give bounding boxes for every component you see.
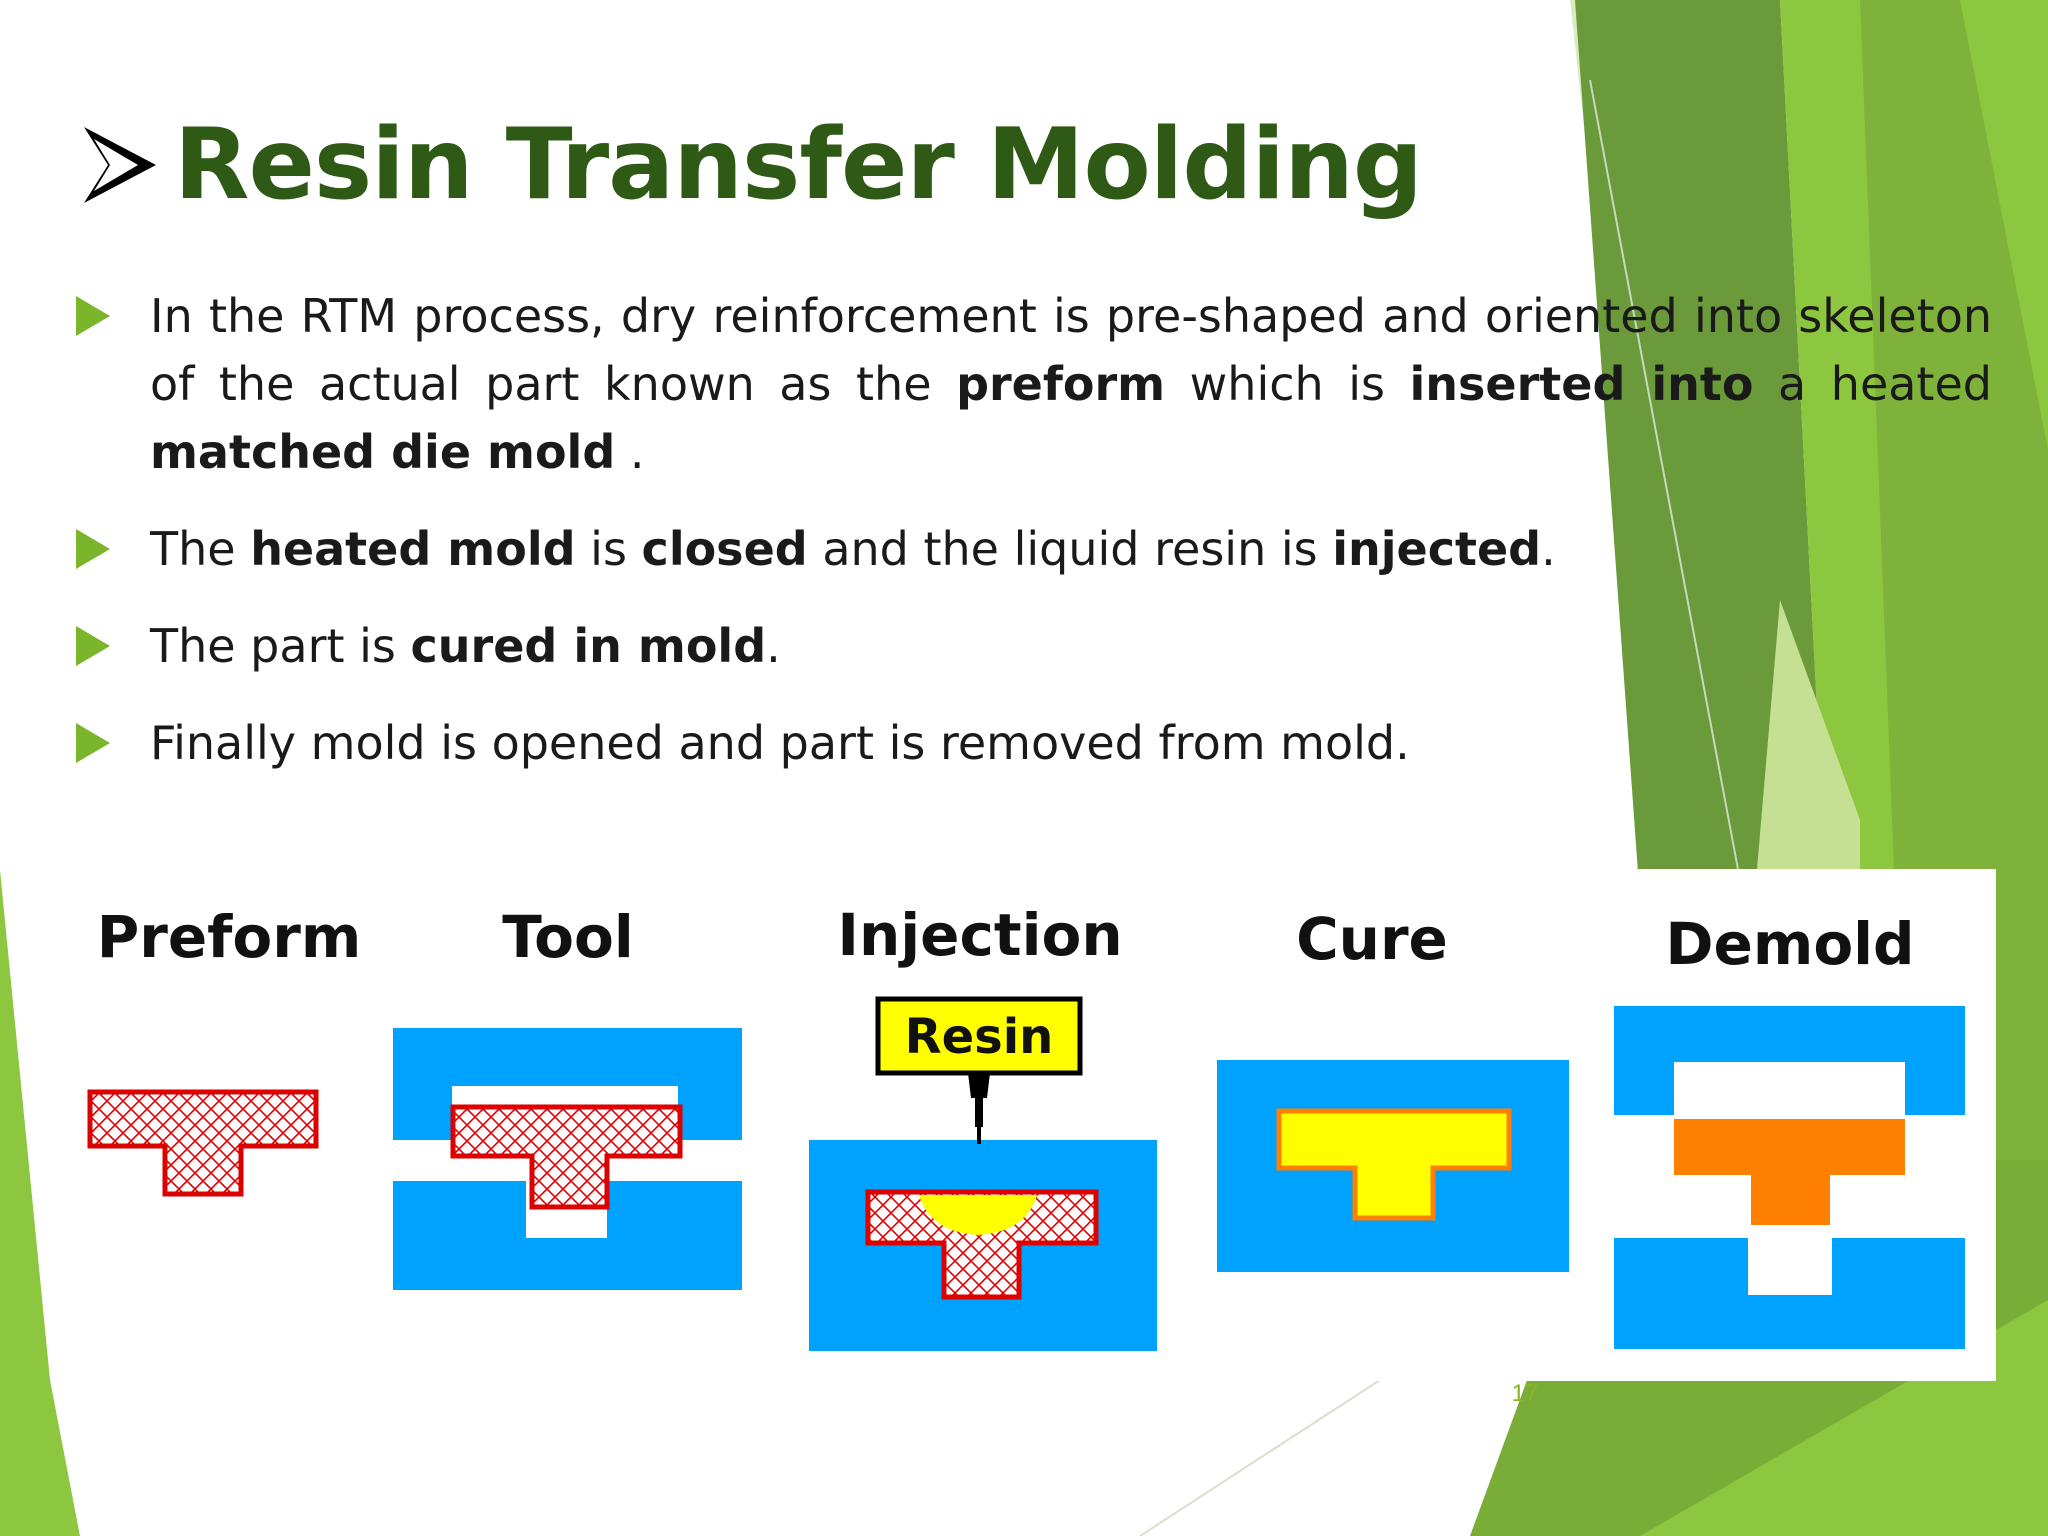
bullet-bold-segment: matched die mold: [150, 425, 616, 479]
bullet-bold-segment: inserted into: [1409, 357, 1754, 411]
injection-resin-fill: [919, 1195, 1037, 1235]
cure-cured-part: [1276, 1108, 1512, 1221]
resin-label: Resin: [905, 1009, 1054, 1065]
slide-title: Resin Transfer Molding: [80, 95, 1423, 235]
injection-preform: [865, 1189, 1099, 1300]
step-label-preform: Preform: [97, 903, 362, 971]
bullet-bold-segment: closed: [641, 522, 808, 576]
bullet-segment: The part is: [150, 619, 411, 673]
bullet-item: Finally mold is opened and part is remov…: [72, 709, 1992, 777]
tool-preform: [450, 1104, 683, 1210]
demold-lower-mold: [1614, 1238, 1965, 1349]
title-text: Resin Transfer Molding: [174, 108, 1423, 222]
injection-mold-block: [809, 1140, 1157, 1351]
bullet-list: In the RTM process, dry reinforcement is…: [72, 282, 1992, 806]
bg-thin-line: [1589, 79, 1741, 881]
bullet-segment: In the RTM process, dry reinforcement is…: [150, 289, 1992, 411]
cure-mold: [1217, 1060, 1569, 1272]
bullet-segment: is: [575, 522, 642, 576]
preform-shape: [87, 1089, 319, 1197]
step-label-cure: Cure: [1296, 905, 1448, 973]
bullet-bold-segment: injected: [1332, 522, 1542, 576]
bullet-triangle-icon: [76, 723, 110, 763]
resin-label-box: [875, 996, 1083, 1076]
bullet-bold-segment: cured in mold: [410, 619, 767, 673]
bullet-text: In the RTM process, dry reinforcement is…: [150, 289, 1992, 479]
step-label-injection: Injection: [837, 901, 1122, 969]
bullet-item: The part is cured in mold.: [72, 612, 1992, 680]
bullet-segment: .: [1541, 522, 1556, 576]
bullet-segment: which is: [1165, 357, 1410, 411]
tool-mold: [393, 1028, 742, 1290]
title-arrow-icon: [84, 127, 156, 203]
bullet-text: Finally mold is opened and part is remov…: [150, 716, 1410, 770]
bullet-item: The heated mold is closed and the liquid…: [72, 515, 1992, 583]
bullet-segment: .: [615, 425, 645, 479]
tool-lower-mold: [393, 1181, 742, 1290]
bullet-triangle-icon: [76, 529, 110, 569]
step-label-tool: Tool: [502, 903, 633, 971]
page-number: 17: [1511, 1380, 1539, 1407]
rtm-process-diagram: Preform Tool Injection Cure Demold Resin: [51, 869, 1996, 1381]
step-label-demold: Demold: [1665, 910, 1914, 978]
demold-upper-mold: [1614, 1006, 1965, 1115]
bg-thin-line-2: [1139, 1379, 1381, 1536]
injection-nozzle-icon: [968, 1073, 990, 1127]
demold-finished-part: [1674, 1119, 1905, 1225]
bullet-segment: Finally mold is opened and part is remov…: [150, 716, 1410, 770]
bullet-text: The part is cured in mold.: [150, 619, 781, 673]
injection-mold: Resin: [809, 996, 1157, 1351]
demold-mold: [1614, 1006, 1965, 1349]
bg-left-stripe: [0, 870, 80, 1536]
bullet-bold-segment: heated mold: [250, 522, 576, 576]
bullet-triangle-icon: [76, 626, 110, 666]
bullet-triangle-icon: [76, 296, 110, 336]
bullet-text: The heated mold is closed and the liquid…: [150, 522, 1556, 576]
tool-upper-mold: [393, 1028, 742, 1140]
bullet-segment: The: [150, 522, 251, 576]
bullet-segment: .: [766, 619, 781, 673]
bullet-segment: and the liquid resin is: [807, 522, 1333, 576]
bullet-bold-segment: preform: [956, 357, 1166, 411]
bullet-segment: a heated: [1753, 357, 1992, 411]
rtm-diagram-svg: Preform Tool Injection Cure Demold Resin: [87, 901, 1965, 1351]
bullet-item: In the RTM process, dry reinforcement is…: [72, 282, 1992, 486]
